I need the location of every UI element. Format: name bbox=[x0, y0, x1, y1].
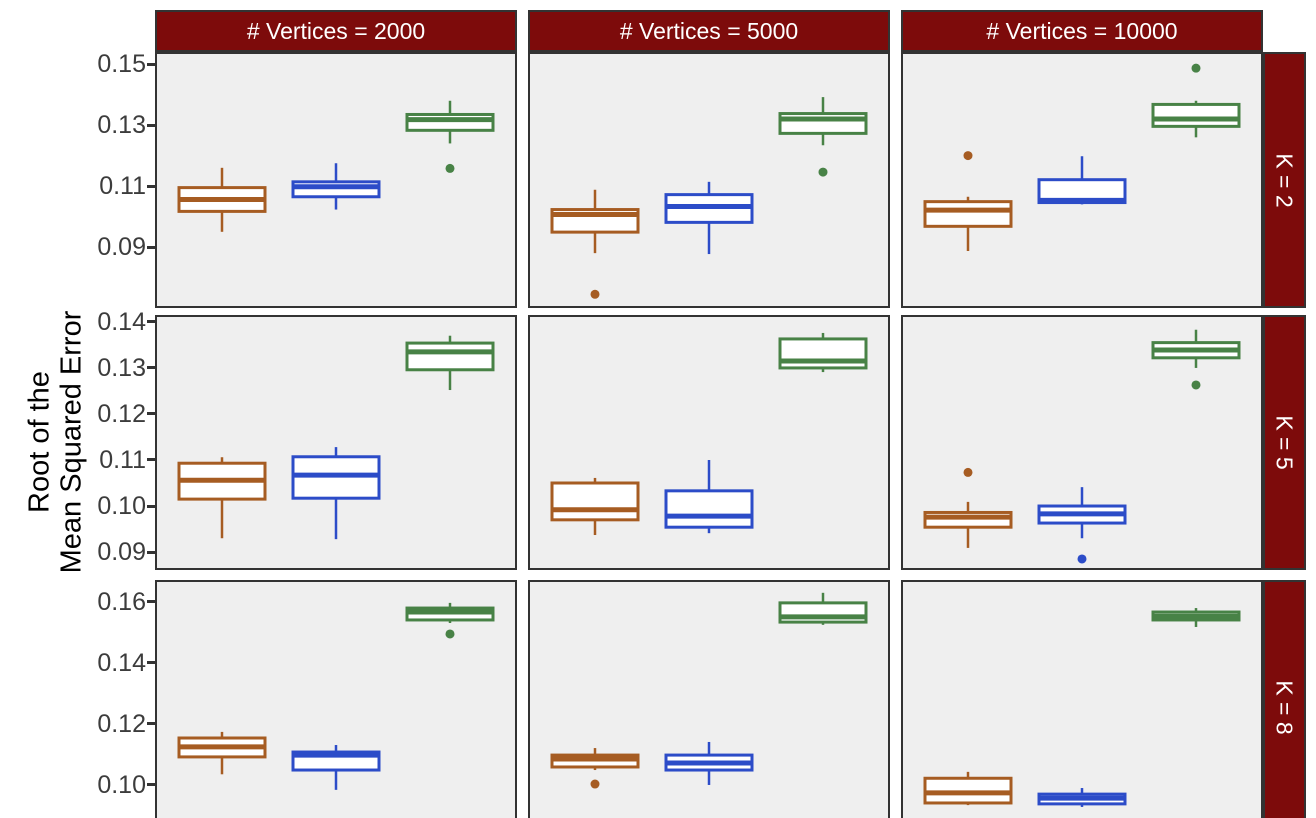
outlier-point bbox=[818, 167, 828, 177]
y-tick-label: 0.11 bbox=[99, 172, 146, 201]
y-tick-mark bbox=[147, 661, 155, 665]
facet-column-strip: # Vertices = 10000 bbox=[901, 10, 1263, 52]
y-tick-label: 0.09 bbox=[97, 233, 146, 262]
outlier-point bbox=[590, 779, 600, 789]
y-tick-label: 0.11 bbox=[99, 445, 146, 474]
boxplot-canvas bbox=[177, 335, 495, 540]
boxplot-canvas bbox=[550, 332, 868, 536]
y-tick-label: 0.15 bbox=[97, 50, 146, 79]
facet-row-strip-label: K = 5 bbox=[1272, 415, 1299, 470]
facet-row-strip: K = 5 bbox=[1263, 315, 1306, 570]
y-axis-title-line1: Root of the bbox=[23, 371, 56, 513]
boxplot-box bbox=[405, 112, 495, 132]
outlier-point bbox=[590, 289, 600, 299]
y-tick-label: 0.16 bbox=[97, 587, 146, 616]
facet-panel bbox=[155, 315, 517, 570]
y-tick-mark bbox=[147, 366, 155, 370]
facet-column-strip-label: # Vertices = 2000 bbox=[246, 17, 426, 44]
boxplot-box bbox=[291, 180, 381, 199]
outlier-point bbox=[1077, 554, 1087, 564]
boxplot-box bbox=[778, 337, 868, 370]
y-tick-label: 0.13 bbox=[97, 353, 146, 382]
boxplot-canvas bbox=[923, 63, 1241, 252]
y-tick-mark bbox=[147, 783, 155, 787]
y-tick-mark bbox=[147, 245, 155, 249]
boxplot-canvas bbox=[923, 608, 1241, 807]
facet-panel bbox=[155, 52, 517, 308]
facet-panel bbox=[901, 315, 1263, 570]
y-axis-title: Root of the Mean Squared Error bbox=[24, 311, 89, 574]
facet-column-strip: # Vertices = 5000 bbox=[528, 10, 890, 52]
boxplot-box bbox=[923, 200, 1013, 228]
outlier-point bbox=[445, 163, 455, 173]
y-tick-mark bbox=[147, 504, 155, 508]
y-tick-mark bbox=[147, 123, 155, 127]
outlier-point bbox=[1191, 380, 1201, 390]
y-tick-mark bbox=[147, 320, 155, 324]
outlier-point bbox=[963, 151, 973, 161]
boxplot-box bbox=[405, 341, 495, 372]
boxplot-canvas bbox=[923, 329, 1241, 564]
outlier-point bbox=[963, 467, 973, 477]
facet-column-strip-label: # Vertices = 5000 bbox=[619, 17, 799, 44]
facet-panel bbox=[528, 580, 890, 818]
y-tick-label: 0.12 bbox=[97, 399, 146, 428]
y-tick-label: 0.12 bbox=[97, 709, 146, 738]
y-tick-label: 0.14 bbox=[97, 307, 146, 336]
outlier-point bbox=[1191, 63, 1201, 73]
boxplot-box bbox=[550, 481, 640, 522]
y-tick-mark bbox=[147, 412, 155, 416]
y-tick-mark bbox=[147, 458, 155, 462]
facet-panel bbox=[155, 580, 517, 818]
facet-row-strip-label: K = 2 bbox=[1272, 152, 1299, 208]
y-tick-mark bbox=[147, 550, 155, 554]
outlier-point bbox=[445, 629, 455, 639]
facet-row-strip-label: K = 8 bbox=[1272, 680, 1299, 735]
facet-row-strip: K = 8 bbox=[1263, 580, 1306, 818]
facet-panel bbox=[901, 52, 1263, 308]
facet-column-strip-label: # Vertices = 10000 bbox=[986, 17, 1178, 44]
y-tick-label: 0.09 bbox=[97, 538, 146, 567]
facet-panel bbox=[528, 315, 890, 570]
y-axis-title-line2: Mean Squared Error bbox=[56, 310, 88, 574]
y-tick-mark bbox=[147, 722, 155, 726]
boxplot-box bbox=[664, 489, 754, 529]
y-tick-label: 0.10 bbox=[97, 492, 146, 521]
y-tick-label: 0.14 bbox=[97, 648, 146, 677]
facet-column-strip: # Vertices = 2000 bbox=[155, 10, 517, 52]
facet-panel bbox=[901, 580, 1263, 818]
boxplot-canvas bbox=[550, 97, 868, 299]
boxplot-box bbox=[778, 112, 868, 135]
y-tick-mark bbox=[147, 600, 155, 604]
boxplot-canvas bbox=[177, 602, 495, 790]
facet-panel bbox=[528, 52, 890, 308]
y-tick-label: 0.10 bbox=[97, 770, 146, 799]
boxplot-canvas bbox=[550, 592, 868, 789]
y-tick-mark bbox=[147, 184, 155, 188]
boxplot-canvas bbox=[177, 100, 495, 232]
y-tick-mark bbox=[147, 62, 155, 66]
facet-row-strip: K = 2 bbox=[1263, 52, 1306, 308]
boxplot-box bbox=[1151, 102, 1241, 128]
y-tick-label: 0.13 bbox=[97, 111, 146, 140]
